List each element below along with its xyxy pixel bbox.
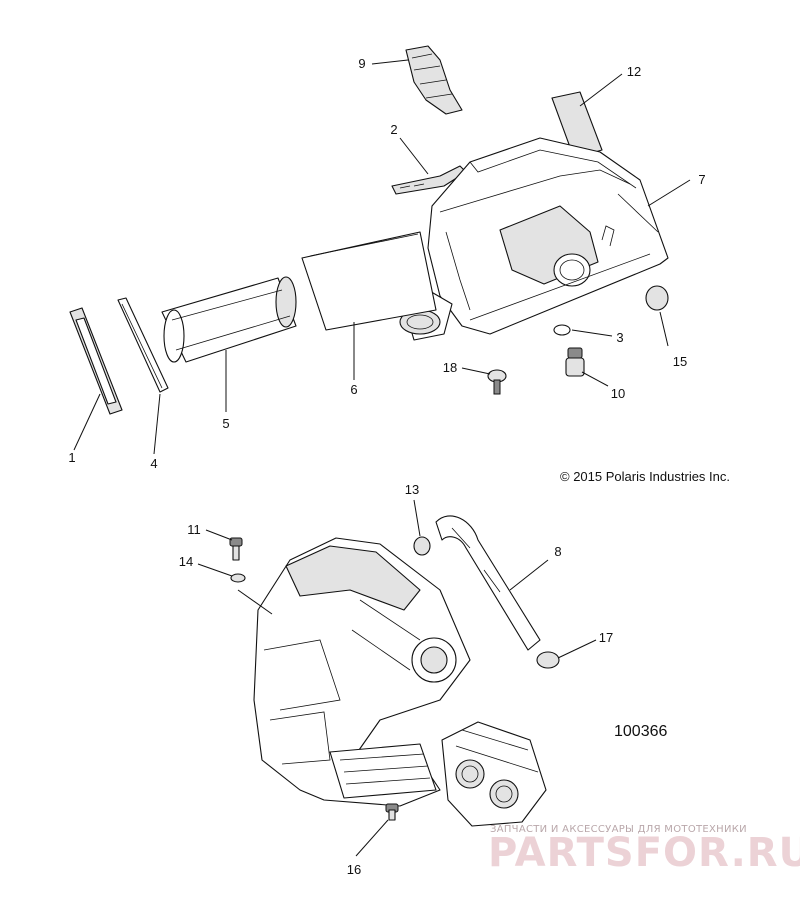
callout-6: 6 — [350, 382, 357, 397]
callout-labels: 1 2 3 4 5 6 7 8 9 10 11 12 13 14 15 16 1… — [68, 56, 705, 877]
figure-number: 100366 — [614, 723, 667, 740]
part-11-bolt — [229, 537, 243, 561]
callout-1: 1 — [68, 450, 75, 465]
part-8-hose — [435, 515, 541, 651]
callout-12: 12 — [627, 64, 641, 79]
leader-9 — [371, 59, 409, 65]
watermark-logo: PARTSFOR.RU — [488, 830, 800, 876]
part-15-plug — [645, 285, 669, 311]
callout-14: 14 — [179, 554, 193, 569]
callout-3: 3 — [616, 330, 623, 345]
part-5-air-filter — [161, 276, 297, 363]
callout-16: 16 — [347, 862, 361, 877]
leader-1 — [73, 393, 101, 451]
part-17-clamp — [536, 651, 560, 669]
leader-18 — [461, 367, 491, 375]
leader-3 — [571, 329, 613, 337]
leader-14 — [197, 563, 233, 577]
callout-7: 7 — [698, 172, 705, 187]
part-12-strip — [551, 91, 603, 159]
leader-7 — [647, 179, 691, 207]
leader-16 — [355, 819, 389, 857]
throttle-body-assembly — [441, 721, 547, 827]
watermark: ЗАПЧАСТИ И АКСЕССУАРЫ ДЛЯ МОТОТЕХНИКИ PA… — [488, 824, 800, 876]
leader-10 — [581, 371, 609, 387]
part-3-oring — [553, 324, 571, 336]
part-7-airbox-upper — [399, 137, 669, 341]
callout-11: 11 — [187, 522, 201, 537]
watermark-tagline: ЗАПЧАСТИ И АКСЕССУАРЫ ДЛЯ МОТОТЕХНИКИ — [490, 824, 747, 835]
callout-17: 17 — [599, 630, 613, 645]
leader-lines — [73, 59, 691, 857]
callout-18: 18 — [443, 360, 457, 375]
leader-4 — [153, 393, 161, 455]
leader-2 — [399, 137, 429, 175]
part-1-cover — [69, 307, 123, 415]
callout-4: 4 — [150, 456, 157, 471]
callout-2: 2 — [390, 122, 397, 137]
callout-9: 9 — [358, 56, 365, 71]
callout-8: 8 — [554, 544, 561, 559]
leader-8 — [509, 559, 549, 591]
part-16-bolt — [385, 803, 399, 821]
callout-15: 15 — [673, 354, 687, 369]
part-6-prefilter — [301, 231, 437, 331]
leader-12 — [579, 73, 623, 107]
callout-13: 13 — [405, 482, 419, 497]
lower-airbox-assembly — [253, 537, 471, 807]
part-9-clip — [405, 45, 463, 115]
leader-15 — [659, 311, 669, 347]
leader-17 — [557, 639, 597, 659]
part-14-washer — [230, 573, 246, 583]
callout-5: 5 — [222, 416, 229, 431]
callout-10: 10 — [611, 386, 625, 401]
part-10-drain-valve — [565, 347, 585, 377]
part-13-clamp — [413, 536, 431, 556]
part-18-fastener — [487, 369, 507, 395]
copyright-text: © 2015 Polaris Industries Inc. — [560, 469, 730, 484]
leader-14b — [237, 589, 273, 615]
leader-13 — [413, 499, 421, 537]
part-4-gasket — [117, 297, 169, 393]
leader-11 — [205, 529, 233, 541]
